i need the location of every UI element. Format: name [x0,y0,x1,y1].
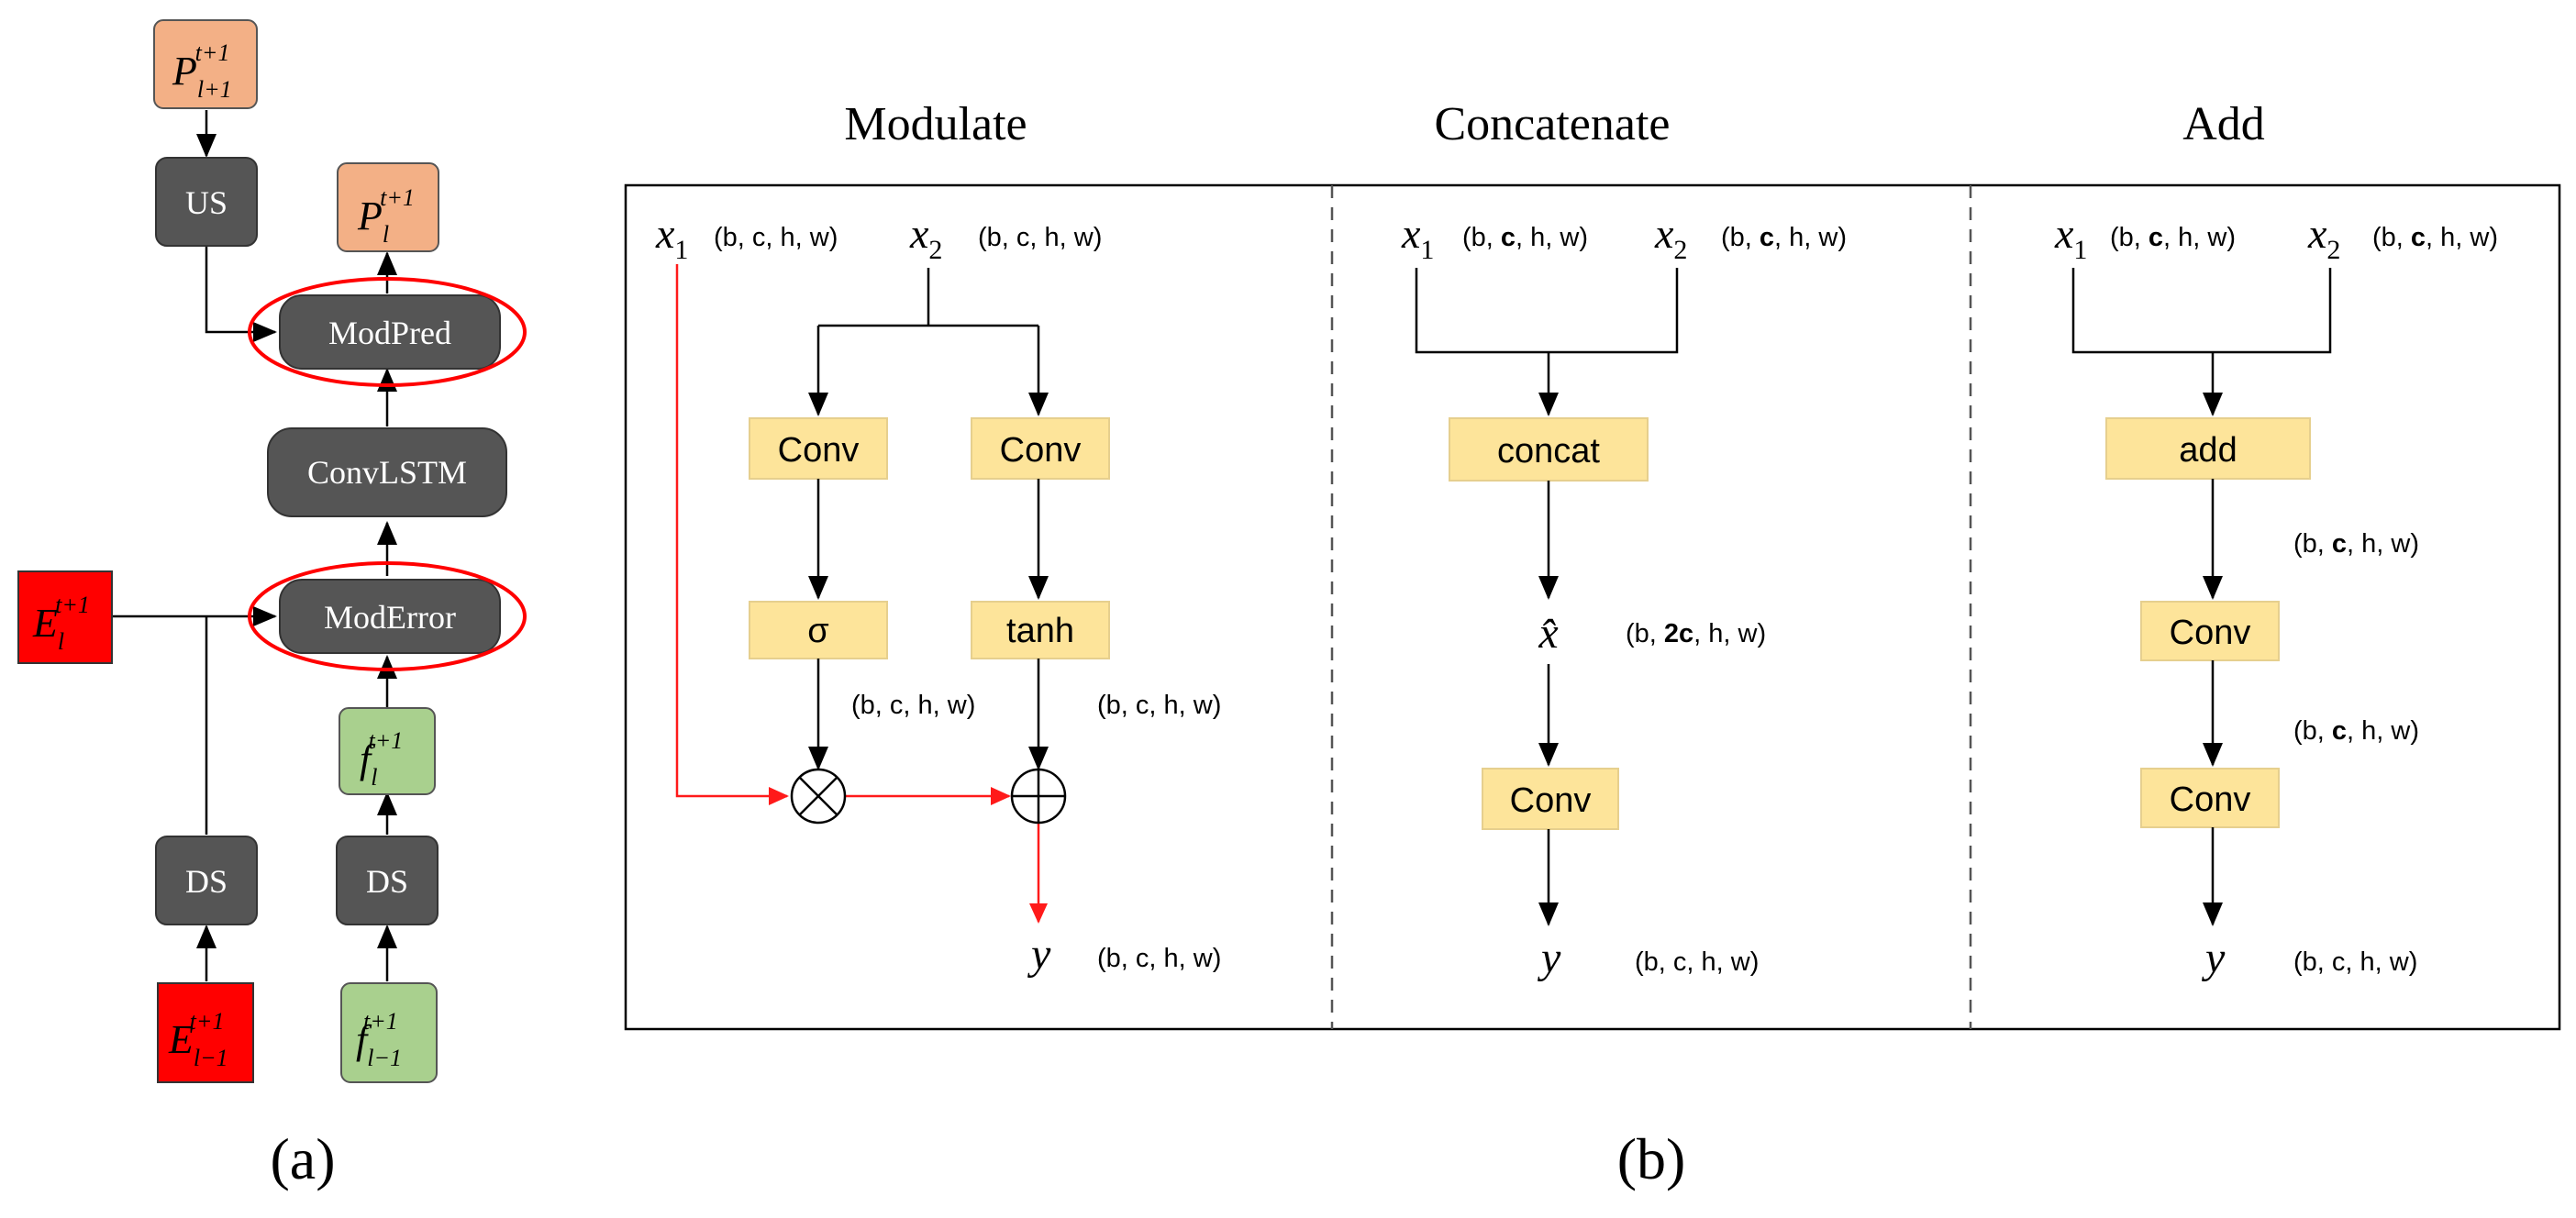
svg-text:tanh: tanh [1006,612,1074,650]
svg-text:fl−1t+1: fl−1t+1 [356,1008,402,1071]
upsample-node: US [155,157,258,247]
add-dim-after-add: (b, c, h, w) [2293,529,2419,559]
concatenate-section: Concatenate x1 (b, c, h, w) x2 (b, c, h,… [1401,98,1847,982]
svg-text:concat: concat [1497,432,1600,471]
modulate-tanh-gate: tanh [971,601,1110,659]
svg-text:Elt+1: Elt+1 [32,592,90,655]
svg-text:Pl+1t+1: Pl+1t+1 [172,39,232,103]
panel-a-caption: (a) [270,1126,335,1191]
svg-text:ModError: ModError [324,599,456,636]
modulate-title: Modulate [844,98,1027,150]
error-prev-level-node: El−1t+1 [157,982,254,1083]
p-next-level-node: Pl+1t+1 [153,19,258,109]
panel-b-frame [624,183,2561,1031]
add-section: Add x1 (b, c, h, w) x2 (b, c, h, w) add … [2054,98,2498,982]
panel-a: Pl+1t+1 US Plt+1 ModPred ConvLSTM ModErr… [17,19,527,1191]
add-title: Add [2182,98,2265,150]
svg-text:Conv: Conv [1510,781,1592,820]
modulate-conv-right: Conv [971,417,1110,480]
svg-text:Plt+1: Plt+1 [357,184,415,248]
concatenate-title: Concatenate [1435,98,1671,150]
feature-prev-level-node: fl−1t+1 [340,982,438,1083]
svg-text:σ: σ [807,612,828,650]
svg-text:Conv: Conv [778,431,860,470]
feature-current-node: flt+1 [339,707,436,795]
svg-text:Conv: Conv [1000,431,1082,470]
add-x1-label: x1 [2054,210,2087,265]
svg-text:ConvLSTM: ConvLSTM [307,454,467,491]
svg-text:El−1t+1: El−1t+1 [168,1008,228,1071]
concat-op: concat [1449,417,1649,482]
concat-xhat-dim: (b, 2c, h, w) [1626,619,1766,648]
svg-text:DS: DS [185,863,228,900]
modulate-x1-dim: (b, c, h, w) [714,223,838,252]
concat-conv: Conv [1482,768,1619,830]
svg-text:Conv: Conv [2170,781,2251,819]
concat-join-bracket [1415,268,1679,354]
svg-text:DS: DS [366,863,408,900]
error-current-node: Elt+1 [17,570,113,664]
svg-text:ModPred: ModPred [328,315,451,351]
modpred-node: ModPred [279,294,501,370]
modulate-multiply-op [790,768,847,825]
add-op: add [2105,417,2311,480]
downsample-right-node: DS [336,836,439,925]
modulate-y-label: y [1027,930,1051,979]
modulate-x2-dim: (b, c, h, w) [978,223,1102,252]
moderror-node: ModError [279,579,501,654]
add-dim-after-conv1: (b, c, h, w) [2293,716,2419,746]
concat-y-dim: (b, c, h, w) [1635,947,1759,977]
add-conv-1: Conv [2140,601,2280,661]
convlstm-node: ConvLSTM [267,427,507,517]
concat-y-label: y [1537,934,1561,982]
moderror-highlight-ellipse [248,561,527,671]
svg-text:flt+1: flt+1 [360,727,403,791]
concat-x2-label: x2 [1654,210,1687,265]
modulate-tanh-dim: (b, c, h, w) [1097,691,1221,720]
panel-b-caption: (b) [1617,1126,1686,1191]
add-x2-dim: (b, c, h, w) [2372,223,2498,252]
svg-text:add: add [2179,431,2237,470]
add-x1-dim: (b, c, h, w) [2110,223,2236,252]
concat-x1-label: x1 [1401,210,1434,265]
modulate-y-dim: (b, c, h, w) [1097,944,1221,973]
connector-us-to-modpred [205,246,277,342]
modpred-highlight-ellipse [248,277,527,387]
add-join-bracket [2071,268,2332,354]
modulate-conv-left: Conv [749,417,888,480]
modulate-x1-red-path [675,264,789,805]
concat-xhat-label: x̂ [1538,609,1558,658]
add-y-label: y [2201,934,2226,982]
concat-x2-dim: (b, c, h, w) [1721,223,1847,252]
concat-x1-dim: (b, c, h, w) [1462,223,1588,252]
add-conv-2: Conv [2140,768,2280,828]
add-x2-label: x2 [2307,210,2340,265]
svg-text:Conv: Conv [2170,614,2251,652]
modulate-sigma-gate: σ [749,601,888,659]
modulate-sigma-dim: (b, c, h, w) [851,691,975,720]
p-current-node: Plt+1 [337,162,439,252]
add-y-dim: (b, c, h, w) [2293,947,2417,977]
downsample-left-node: DS [155,836,258,925]
modulate-section: Modulate x1 (b, c, h, w) x2 (b, c, h, w)… [655,98,1221,979]
modulate-x2-label: x2 [909,210,942,265]
modulate-plus-op [1010,768,1067,825]
panel-b: Modulate x1 (b, c, h, w) x2 (b, c, h, w)… [624,98,2561,1191]
modulate-x1-label: x1 [655,210,688,265]
svg-text:US: US [185,184,228,221]
